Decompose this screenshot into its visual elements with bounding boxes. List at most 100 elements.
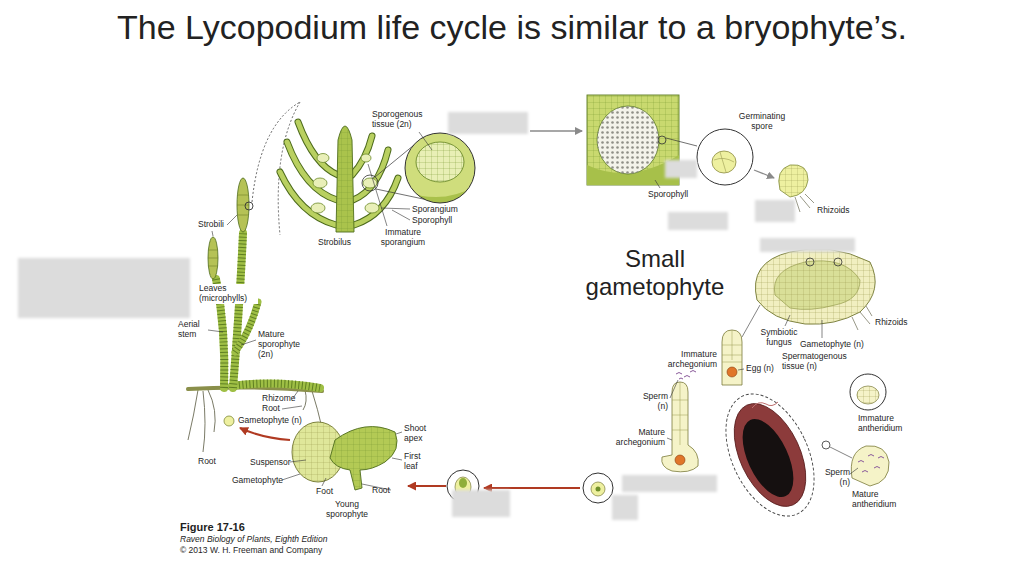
gametophyte-section	[806, 258, 814, 266]
germinating-spore	[697, 129, 753, 185]
young-gametophyte	[754, 170, 774, 178]
part-label: Foot	[316, 487, 333, 497]
leader-line	[419, 132, 432, 150]
part-label: Strobili	[198, 220, 224, 230]
strobilus-section	[354, 178, 398, 225]
antheridium	[857, 386, 879, 404]
strobilus-section	[352, 136, 372, 175]
stage-arrow	[530, 130, 582, 132]
part-label: Mature sporophyte (2n)	[258, 330, 310, 359]
label-mask	[612, 495, 638, 520]
sperm-detail	[830, 447, 852, 458]
leader-line	[227, 215, 237, 225]
strobilus-section	[361, 154, 371, 162]
gametophyte-section	[852, 306, 872, 330]
sporangium-detail	[404, 132, 476, 204]
immature-archegonium	[722, 330, 742, 362]
part-label: Root	[372, 486, 390, 496]
young-sporophyte	[240, 428, 290, 440]
mature-sporophyte	[232, 383, 320, 388]
mature-sporangium	[597, 106, 659, 174]
germinating-spore	[712, 151, 736, 173]
leader-line	[241, 340, 256, 345]
zygote-embryo	[596, 487, 601, 492]
leader-line	[212, 231, 213, 236]
part-label: Spermatogenous tissue (n)	[782, 352, 854, 372]
part-label: Root	[262, 404, 280, 414]
sperm-detail	[708, 380, 852, 530]
mature-sporangium	[655, 180, 660, 188]
zygote-embryo	[408, 485, 446, 487]
zygote-embryo	[408, 470, 613, 503]
figure-caption: Raven Biology of Plants, Eighth Edition	[180, 535, 327, 545]
strobilus-section	[313, 178, 327, 188]
strobilus-section	[317, 154, 329, 163]
strobilus-section	[353, 150, 388, 200]
strobilus-section	[336, 126, 354, 232]
sporangium-detail	[404, 132, 476, 206]
zygote-embryo	[583, 473, 613, 503]
mature-sporangium	[658, 136, 666, 144]
antheridium	[851, 446, 889, 486]
slide-title: The Lycopodium life cycle is similar to …	[0, 8, 1024, 47]
leader-line	[368, 164, 387, 226]
leader-line	[282, 406, 302, 409]
strobilus-section	[352, 136, 372, 175]
label-mask	[18, 112, 855, 520]
stage-label: Small gametophyte	[570, 245, 740, 300]
label-mask	[760, 238, 855, 252]
young-gametophyte	[795, 194, 814, 212]
part-label: Young sporophyte	[318, 500, 376, 520]
label-mask	[452, 490, 510, 517]
part-label: Sporangium	[412, 205, 458, 215]
part-label: Sporophyll	[412, 216, 452, 226]
mature-sporophyte	[235, 302, 258, 352]
label-mask	[668, 212, 728, 230]
strobilus-section	[298, 122, 338, 175]
sperm-detail	[708, 380, 832, 530]
mature-archegonium	[676, 371, 696, 380]
sperm-detail	[720, 392, 821, 517]
immature-archegonium	[727, 367, 737, 377]
part-label: Root	[198, 457, 216, 467]
strobilus-section	[311, 203, 325, 213]
sperm-detail	[732, 411, 804, 504]
part-label: Germinating spore	[733, 112, 791, 132]
immature-archegonium	[722, 330, 744, 385]
part-label: Gametophyte (n)	[238, 416, 302, 426]
gametophyte-section	[742, 305, 760, 337]
part-label: Suspensor	[250, 458, 291, 468]
young-sporophyte	[330, 427, 397, 490]
mature-sporangium	[666, 138, 697, 146]
part-label: Gametophyte (n)	[800, 340, 864, 350]
germinating-spore	[714, 152, 734, 172]
gametophyte-section	[755, 249, 875, 325]
sporangium-detail	[405, 133, 475, 203]
strobilus-section	[298, 122, 338, 175]
mature-sporophyte	[245, 202, 253, 210]
mature-archegonium	[667, 438, 672, 440]
mature-archegonium	[662, 371, 699, 472]
part-label: Strobilus	[318, 238, 351, 248]
mature-sporophyte	[233, 233, 243, 388]
young-sporophyte	[282, 432, 402, 490]
sporangium-detail	[404, 132, 476, 206]
mature-archegonium	[672, 382, 688, 445]
part-label: Immature archegonium	[663, 350, 717, 370]
part-label: Aerial stem	[178, 320, 210, 340]
part-label: Mature archegonium	[608, 428, 665, 448]
mature-sporophyte	[233, 233, 243, 388]
gametophyte-section	[742, 249, 875, 338]
part-label: Egg (n)	[746, 364, 774, 374]
part-label: Immature sporangium	[375, 228, 431, 248]
young-gametophyte	[779, 165, 808, 197]
label-mask	[665, 160, 697, 178]
gametophyte-section	[834, 258, 842, 266]
mature-sporophyte	[224, 416, 234, 426]
mature-sporangium	[587, 95, 697, 188]
part-label: Sperm (n)	[820, 468, 850, 488]
young-sporophyte	[330, 427, 397, 490]
antheridium	[850, 374, 886, 410]
mature-archegonium	[670, 380, 678, 398]
